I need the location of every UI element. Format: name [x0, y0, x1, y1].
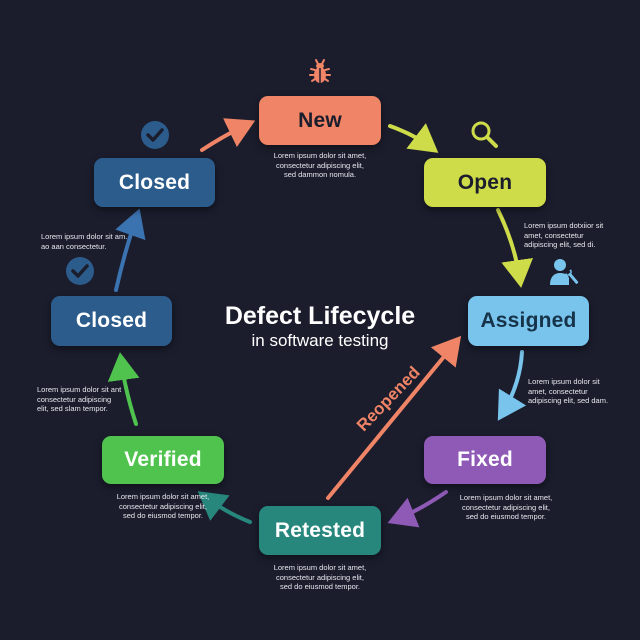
diagram-subtitle: in software testing — [251, 331, 389, 350]
node-new-desc: Lorem ipsum dolor sit amet, consectetur … — [273, 151, 367, 180]
diagram-title: Defect Lifecycle — [224, 302, 416, 330]
node-closed-upper-desc: Lorem ipsum dolor sit am. ao aan consect… — [41, 232, 128, 251]
arrow-verified-to-closed — [107, 352, 140, 426]
node-retested: Retested — [259, 506, 381, 555]
arrow-reopened — [326, 335, 462, 500]
arrow-closed-to-new — [200, 118, 256, 152]
node-retested-desc: Lorem ipsum dolor sit amet, consectetur … — [273, 563, 367, 592]
node-fixed: Fixed — [424, 436, 546, 484]
arrow-fixed-to-retested — [387, 490, 448, 528]
node-assigned: Assigned — [468, 296, 589, 346]
arrow-open-to-assigned — [496, 208, 534, 288]
arrow-new-to-open — [388, 123, 439, 153]
node-closed-upper: Closed — [94, 158, 215, 207]
node-open-desc: Lorem ipsum dotxiior sit amet, consectet… — [524, 221, 604, 250]
node-verified: Verified — [102, 436, 224, 484]
node-closed-lower: Closed — [51, 296, 172, 346]
arrow-assigned-to-fixed — [497, 350, 527, 421]
arrow-retested-to-verified — [197, 491, 252, 524]
bug-icon — [309, 59, 331, 83]
search-icon — [471, 121, 498, 148]
node-new: New — [259, 96, 381, 145]
node-verified-desc: Lorem ipsum dolor sit amet, consectetur … — [116, 492, 210, 521]
node-fixed-desc: Lorem ipsum dolor sit amet, consectetur … — [459, 493, 553, 522]
check-icon — [66, 257, 94, 285]
check-icon — [141, 121, 169, 149]
node-closed-lower-desc: Lorem ipsum dolor sit ant consectetur ad… — [37, 385, 122, 414]
node-open: Open — [424, 158, 546, 207]
arrow-closed-to-closed — [114, 208, 146, 292]
node-assigned-desc: Lorem ipsum dolor sit amet, consectetur … — [528, 377, 609, 406]
user-wrench-icon — [550, 259, 579, 285]
